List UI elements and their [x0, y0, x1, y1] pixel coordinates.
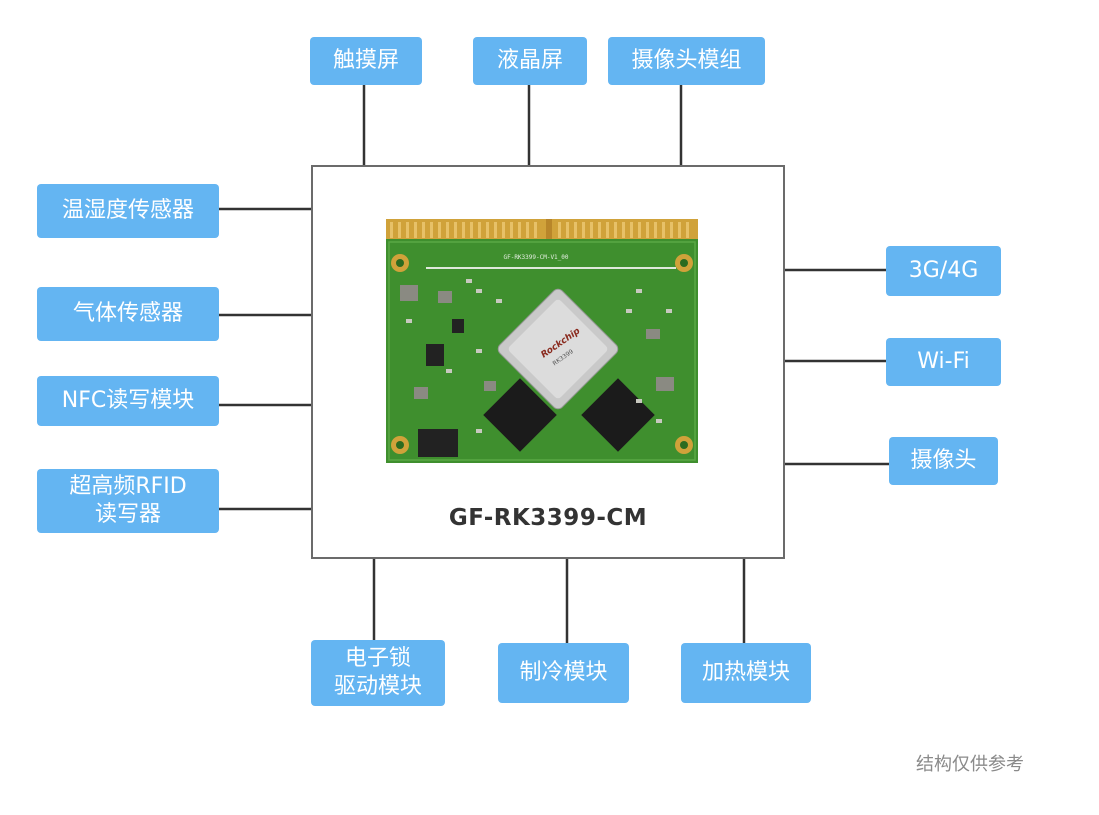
module-label: Wi-Fi: [917, 349, 970, 374]
core-module-title: GF-RK3399-CM: [448, 505, 648, 531]
module-label-line2: 读写器: [94, 502, 161, 527]
module-heating: 加热模块: [681, 643, 811, 703]
module-touchscreen: 触摸屏: [310, 37, 422, 85]
gold-fingers: [390, 222, 689, 238]
module-lcd: 液晶屏: [473, 37, 587, 85]
module-3g4g: 3G/4G: [886, 246, 1001, 296]
module-label: 3G/4G: [908, 258, 979, 283]
module-electronic-lock: 电子锁 驱动模块: [311, 640, 445, 706]
module-temp-humidity-sensor: 温湿度传感器: [37, 184, 219, 238]
module-gas-sensor: 气体传感器: [37, 287, 219, 341]
module-wifi: Wi-Fi: [886, 338, 1001, 386]
module-label: 温湿度传感器: [61, 198, 194, 223]
module-uhf-rfid: 超高频RFID 读写器: [37, 469, 219, 533]
module-label-line1: 电子锁: [344, 646, 411, 671]
board-silk-label: GF-RK3399-CM-V1_00: [503, 254, 568, 261]
core-module-box: GF-RK3399-CM-V1_00 Rockchip RK3399: [311, 165, 785, 559]
module-camera-module: 摄像头模组: [608, 37, 765, 85]
board-image: GF-RK3399-CM-V1_00 Rockchip RK3399: [386, 219, 698, 463]
module-nfc: NFC读写模块: [37, 376, 219, 426]
module-label-line2: 驱动模块: [333, 674, 422, 699]
module-label: NFC读写模块: [61, 388, 195, 413]
mounting-holes: [391, 254, 693, 454]
module-label: 液晶屏: [496, 48, 563, 73]
module-label: 制冷模块: [519, 660, 608, 685]
module-label-line1: 超高频RFID: [69, 474, 187, 499]
module-camera: 摄像头: [889, 437, 998, 485]
module-label: 加热模块: [701, 660, 790, 685]
footnote: 结构仅供参考: [916, 754, 1024, 775]
module-cooling: 制冷模块: [498, 643, 629, 703]
module-label: 触摸屏: [332, 48, 399, 73]
module-label: 摄像头模组: [631, 48, 742, 73]
module-label: 摄像头: [910, 448, 977, 473]
module-label: 气体传感器: [72, 301, 183, 326]
